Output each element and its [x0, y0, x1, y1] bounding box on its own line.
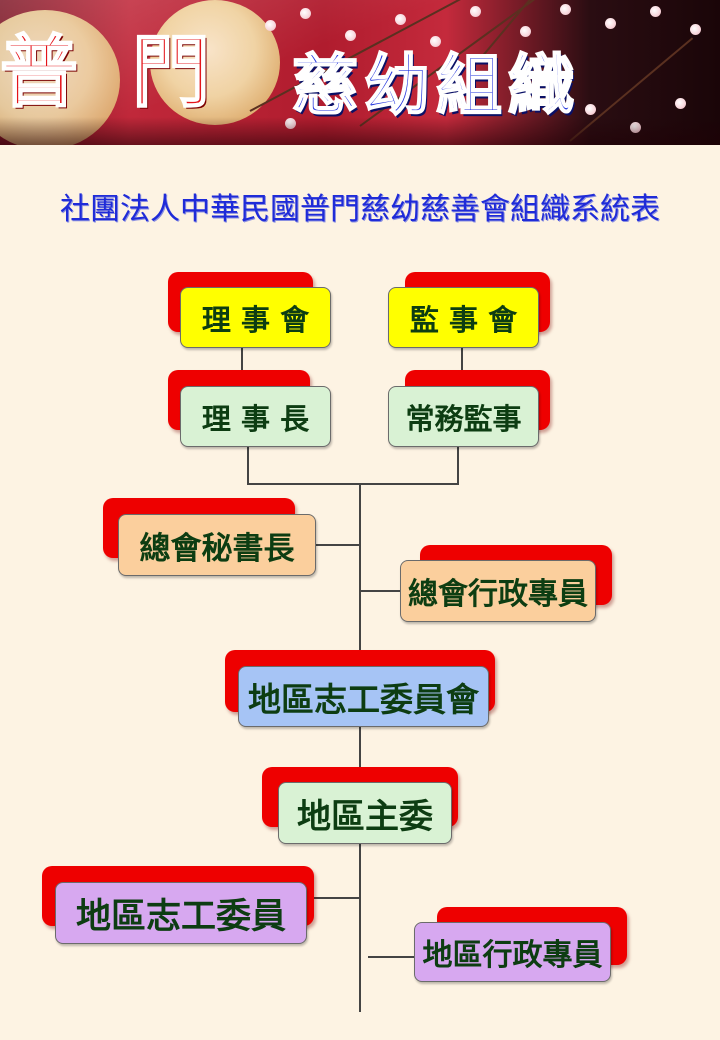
connector-line	[316, 544, 360, 546]
header-banner: 普 門 慈幼組織	[0, 0, 720, 145]
connector-line	[457, 446, 459, 484]
connector-line	[247, 446, 249, 484]
logo-char-men: 門	[131, 27, 211, 118]
connector-line	[368, 956, 414, 958]
connector-line	[359, 842, 361, 1012]
connector-line	[359, 726, 361, 770]
blossom-decoration	[395, 14, 406, 25]
blossom-decoration	[265, 20, 276, 31]
node-supervisors-label: 監 事 會	[388, 287, 539, 348]
connector-line	[241, 347, 243, 373]
blossom-decoration	[520, 26, 531, 37]
blossom-decoration	[330, 100, 341, 111]
blossom-decoration	[605, 18, 616, 29]
blossom-decoration	[430, 36, 441, 47]
blossom-decoration	[675, 98, 686, 109]
node-regional-volunteer-label: 地區志工委員	[55, 882, 307, 944]
node-board-label: 理 事 會	[180, 287, 331, 348]
node-secretary-general-label: 總會秘書長	[118, 514, 316, 576]
blossom-decoration	[300, 8, 311, 19]
node-standing-supervisor-label: 常務監事	[388, 386, 539, 447]
node-regional-admin-label: 地區行政專員	[414, 922, 611, 982]
blossom-decoration	[585, 104, 596, 115]
blossom-decoration	[470, 6, 481, 17]
blossom-decoration	[345, 30, 356, 41]
connector-line	[360, 590, 400, 592]
connector-line	[461, 347, 463, 373]
node-chairman-label: 理 事 長	[180, 386, 331, 447]
connector-line	[359, 483, 361, 657]
blossom-decoration	[560, 4, 571, 15]
node-regional-committee-label: 地區志工委員會	[238, 666, 489, 727]
blossom-decoration	[690, 24, 701, 35]
banner-title: 慈幼組織	[291, 46, 580, 124]
node-admin-staff-label: 總會行政專員	[400, 560, 596, 622]
chart-subtitle: 社團法人中華民國普門慈幼慈善會組織系統表	[60, 192, 660, 227]
connector-line	[247, 483, 459, 485]
node-regional-director-label: 地區主委	[278, 782, 452, 844]
blossom-decoration	[650, 6, 661, 17]
logo-char-pu: 普	[0, 27, 79, 118]
connector-line	[306, 897, 360, 899]
